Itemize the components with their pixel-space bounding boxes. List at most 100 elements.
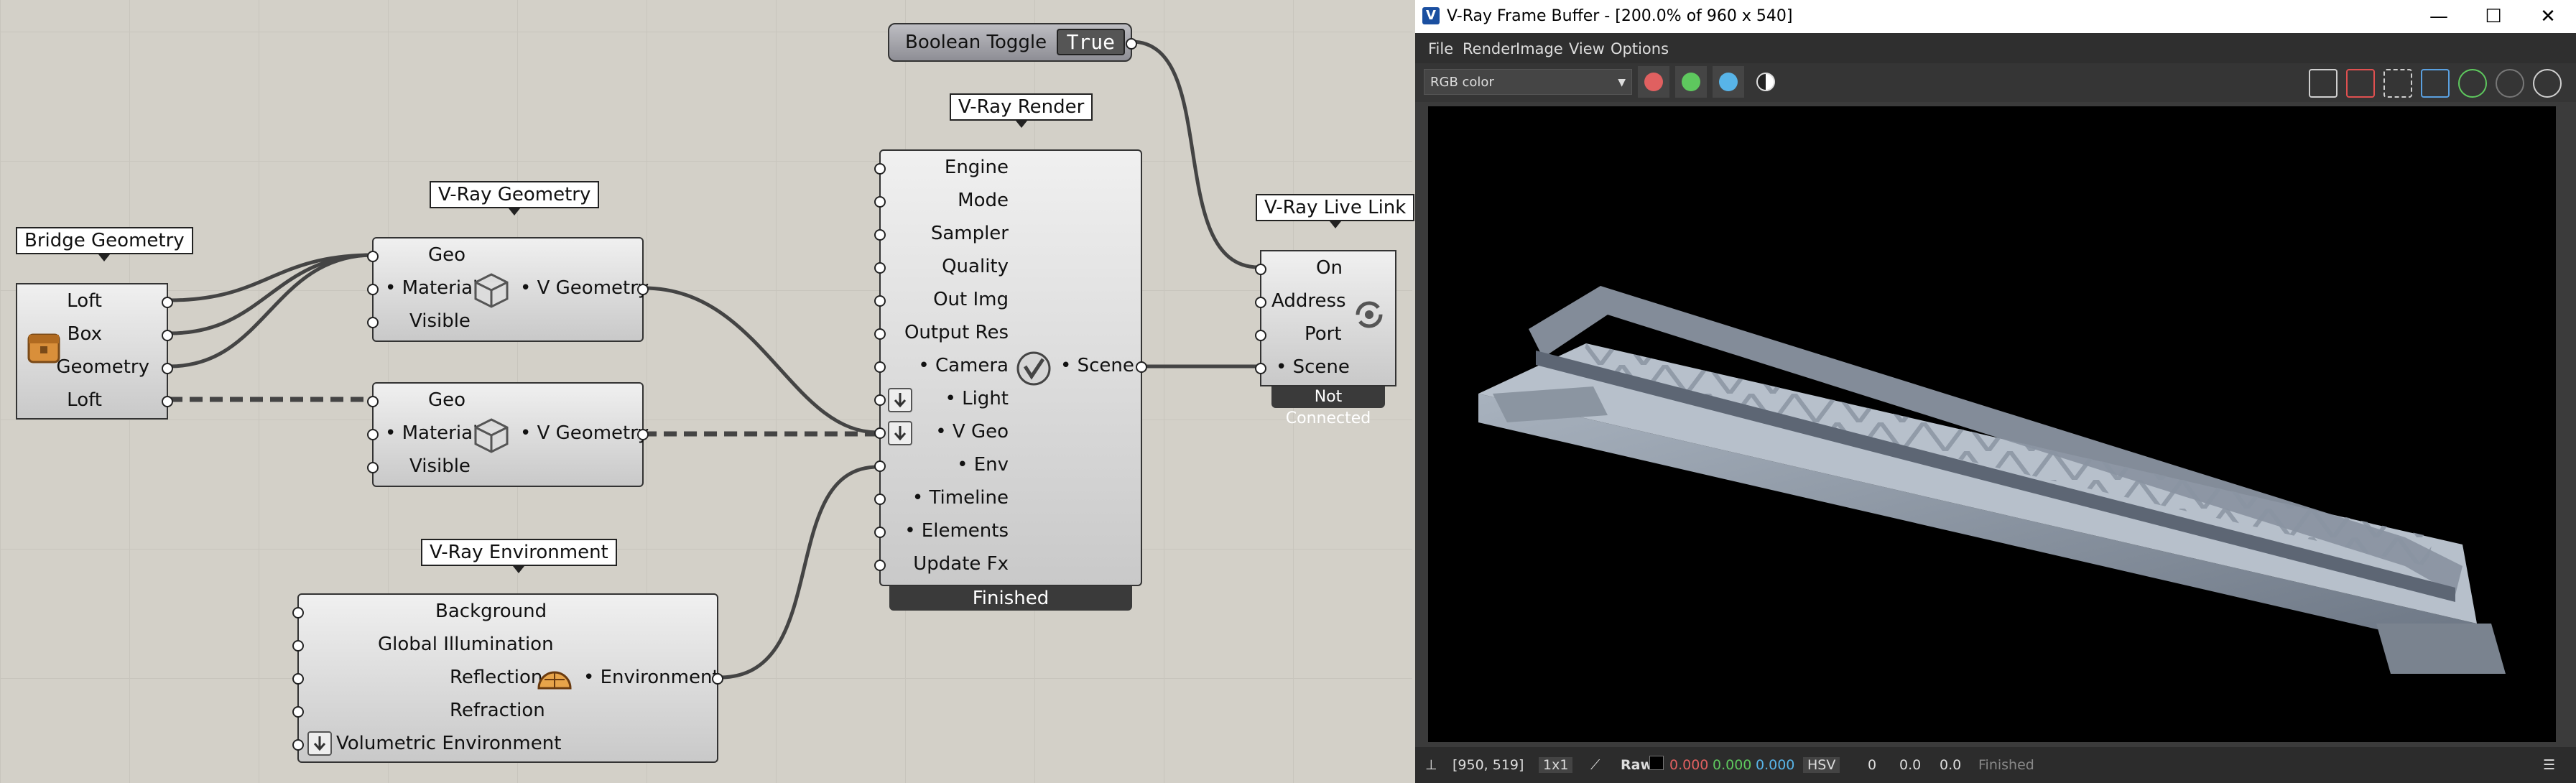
input-grip[interactable]: [367, 462, 379, 473]
input-grip[interactable]: [1255, 363, 1266, 374]
minimize-button[interactable]: —: [2429, 6, 2448, 27]
toggle-value[interactable]: True: [1056, 29, 1125, 55]
track-mouse-button[interactable]: [2421, 69, 2450, 98]
output-grip[interactable]: [637, 429, 649, 440]
color-swatch: [1649, 756, 1664, 770]
menu-render[interactable]: Render: [1463, 40, 1516, 57]
output-v-geometry: • V Geometry: [520, 422, 649, 444]
wire-toggle-on: [1131, 40, 1259, 269]
input-elements: • Elements: [904, 520, 1009, 542]
input-v-geo: • V Geo: [935, 421, 1009, 443]
input-grip[interactable]: [292, 706, 304, 718]
input-grip[interactable]: [367, 396, 379, 407]
red-dot-icon: [1644, 73, 1663, 91]
input-grip[interactable]: [292, 607, 304, 618]
render-status-badge: Finished: [889, 586, 1132, 611]
color-space-select[interactable]: HSV: [1803, 757, 1840, 773]
clear-image-button[interactable]: [2346, 69, 2375, 98]
input-grip[interactable]: [1255, 297, 1266, 308]
r-value: 0.000: [1669, 757, 1709, 773]
pin-icon[interactable]: ⊥: [1425, 757, 1437, 773]
output-grip[interactable]: [1126, 38, 1137, 50]
menu-bar: File Render Image View Options: [1415, 33, 2576, 63]
grasshopper-canvas[interactable]: Bridge Geometry Loft Box Geometry Loft V…: [0, 0, 1415, 783]
output-grip[interactable]: [162, 297, 173, 308]
toggle-label: Boolean Toggle: [905, 32, 1047, 53]
bridge-geometry-component[interactable]: Loft Box Geometry Loft: [16, 283, 173, 420]
output-box: Box: [67, 323, 102, 345]
input-grip[interactable]: [874, 527, 886, 538]
title-bar[interactable]: V V-Ray Frame Buffer - [200.0% of 960 x …: [1415, 0, 2576, 33]
log-icon[interactable]: ☰: [2543, 757, 2556, 773]
render-viewport[interactable]: [1428, 106, 2556, 742]
channel-select-value: RGB color: [1430, 75, 1494, 90]
output-grip[interactable]: [712, 673, 723, 685]
render-button[interactable]: [2533, 69, 2562, 98]
input-grip[interactable]: [874, 328, 886, 340]
vray-geometry-component-2[interactable]: Geo • Material Visible • V Geometry: [367, 382, 649, 487]
input-grip[interactable]: [874, 361, 886, 373]
input-grip[interactable]: [367, 284, 379, 295]
vray-geometry-component[interactable]: Geo • Material Visible • V Geometry: [367, 237, 649, 342]
blue-channel-button[interactable]: [1713, 66, 1744, 98]
menu-file[interactable]: File: [1428, 40, 1454, 57]
input-grip[interactable]: [874, 460, 886, 472]
output-grip[interactable]: [637, 284, 649, 295]
input-grip[interactable]: [874, 560, 886, 571]
input-grip[interactable]: [874, 494, 886, 505]
input-grip[interactable]: [874, 394, 886, 406]
menu-image[interactable]: Image: [1516, 40, 1563, 57]
input-grip[interactable]: [367, 317, 379, 328]
alpha-channel-button[interactable]: [1750, 66, 1782, 98]
window-title: V-Ray Frame Buffer - [200.0% of 960 x 54…: [1447, 7, 1793, 25]
input-grip[interactable]: [874, 163, 886, 175]
input-grip[interactable]: [874, 196, 886, 208]
input-grip[interactable]: [874, 262, 886, 274]
close-button[interactable]: ✕: [2540, 6, 2556, 27]
pixel-coords: [950, 519]: [1453, 757, 1524, 773]
input-grip[interactable]: [874, 427, 886, 439]
vray-render-component[interactable]: Engine Mode Sampler Quality Out Img Outp…: [874, 149, 1147, 586]
expand-arrow-icon[interactable]: [888, 421, 912, 445]
vray-live-link-label: V-Ray Live Link: [1256, 194, 1415, 228]
input-grip[interactable]: [367, 251, 379, 262]
output-grip[interactable]: [162, 396, 173, 407]
menu-options[interactable]: Options: [1611, 40, 1669, 57]
output-grip[interactable]: [1136, 361, 1147, 373]
bridge-geometry-label: Bridge Geometry: [16, 227, 193, 261]
expand-arrow-icon[interactable]: [888, 388, 912, 412]
input-grip[interactable]: [292, 739, 304, 751]
input-grip[interactable]: [1255, 264, 1266, 275]
cube-icon: [473, 272, 510, 312]
maximize-button[interactable]: ☐: [2485, 6, 2502, 27]
input-grip[interactable]: [1255, 330, 1266, 341]
stop-render-button[interactable]: [2496, 69, 2524, 98]
boolean-toggle[interactable]: Boolean Toggle True: [888, 23, 1137, 62]
vray-environment-component[interactable]: Background Global Illumination Reflectio…: [292, 593, 723, 763]
v-value: 0.0: [1940, 757, 1962, 773]
region-render-button[interactable]: [2383, 69, 2412, 98]
zoom-select[interactable]: 1x1: [1539, 757, 1573, 773]
color-picker-icon[interactable]: ⟋: [1590, 757, 1600, 773]
save-image-button[interactable]: [2309, 69, 2338, 98]
wire-box-geo: [169, 253, 374, 335]
output-grip[interactable]: [162, 330, 173, 341]
output-scene: • Scene: [1060, 355, 1134, 376]
vray-live-link-component[interactable]: On Address Port • Scene: [1255, 250, 1396, 386]
input-grip[interactable]: [874, 295, 886, 307]
input-grip[interactable]: [292, 640, 304, 652]
input-grip[interactable]: [874, 229, 886, 241]
output-grip[interactable]: [162, 363, 173, 374]
input-material: • Material: [385, 422, 478, 444]
red-channel-button[interactable]: [1638, 66, 1669, 98]
input-grip[interactable]: [292, 673, 304, 685]
channel-select[interactable]: RGB color▼: [1424, 69, 1632, 95]
live-link-status-badge: Not Connected: [1271, 386, 1385, 427]
expand-arrow-icon[interactable]: [307, 731, 332, 756]
vray-render-label: V-Ray Render: [950, 93, 1093, 128]
menu-view[interactable]: View: [1569, 40, 1605, 57]
green-channel-button[interactable]: [1675, 66, 1707, 98]
interactive-render-button[interactable]: [2458, 69, 2487, 98]
input-grip[interactable]: [367, 429, 379, 440]
wire-vgeo1-render: [643, 286, 879, 435]
